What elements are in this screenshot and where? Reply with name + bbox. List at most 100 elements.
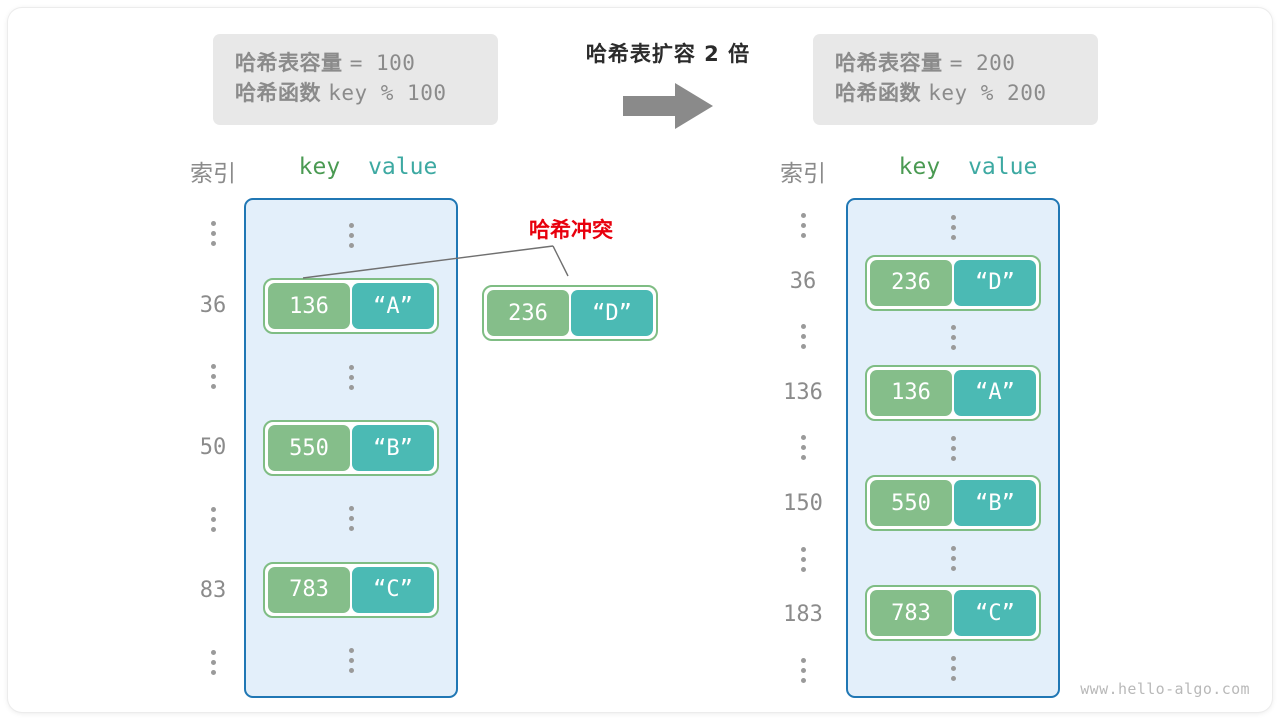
index-cell [168,198,258,269]
right-index-column: 36 136 150 183 [758,198,848,698]
pair-value: “B” [352,425,434,471]
vertical-ellipsis-icon [210,364,216,390]
vertical-ellipsis-icon [950,656,956,682]
left-hash-config-box: 哈希表容量 = 100 哈希函数 key % 100 [213,34,498,125]
pair-value: “A” [954,369,1036,416]
index-cell [758,309,848,365]
right-function-label: 哈希函数 [835,81,921,106]
vertical-ellipsis-icon [800,657,806,683]
index-cell: 150 [783,491,823,516]
pair-value: “D” [954,259,1036,306]
arrow-container [528,83,808,133]
pair-value: “D” [571,290,653,336]
pair-value: “A” [352,283,434,330]
right-capacity-line: 哈希表容量 = 200 [835,48,1076,78]
left-index-header: 索引 [190,161,236,187]
left-keyvalue-header: key value [268,154,468,180]
right-value-header: value [968,154,1038,180]
left-index-column: 36 50 83 [168,198,258,698]
bucket-empty-slot [848,310,1058,365]
bucket-entry-row: 550“B” [246,413,456,484]
index-cell [758,531,848,587]
pair-key: 783 [870,590,952,637]
bucket-entry-row: 136“A” [848,364,1058,421]
right-key-header: key [898,154,941,180]
vertical-ellipsis-icon [210,649,216,675]
collided-pair: 236 “D” [482,285,658,341]
vertical-ellipsis-icon [950,435,956,461]
bucket-entry-row: 550“B” [848,475,1058,532]
pair-key: 236 [870,259,952,306]
pair-value: “C” [352,566,434,613]
left-function-label: 哈希函数 [235,81,321,106]
left-capacity-label: 哈希表容量 [235,51,343,75]
index-cell [168,484,258,555]
pair-key: 236 [487,290,569,336]
vertical-ellipsis-icon [800,213,806,239]
pair-key: 783 [268,566,350,613]
index-cell: 36 [199,292,227,318]
pair-550-B: 550“B” [865,475,1041,532]
diagram-frame: 哈希表容量 = 100 哈希函数 key % 100 哈希表扩容 2 倍 哈希表… [8,8,1272,712]
left-capacity-line: 哈希表容量 = 100 [235,48,476,78]
pair-136-A: 136“A” [865,364,1041,421]
left-value-header: value [368,154,438,180]
right-function-line: 哈希函数 key % 200 [835,78,1076,108]
pair-value: “C” [954,590,1036,637]
left-hash-table-array: 136“A” 550“B” 783“C” [244,198,458,698]
right-index-header: 索引 [780,161,826,187]
vertical-ellipsis-icon [950,214,956,240]
pair-value: “B” [954,480,1036,527]
bucket-empty-slot [848,531,1058,586]
right-capacity-value: = 200 [949,51,1016,75]
bucket-empty-slot [848,641,1058,696]
pair-236-D: 236 “D” [482,285,658,341]
bucket-empty-slot [848,200,1058,255]
left-function-value: key % 100 [328,81,447,106]
left-key-header: key [298,154,341,180]
index-cell: 36 [789,268,817,294]
pair-key: 550 [870,480,952,527]
index-cell [758,642,848,698]
pair-236-D: 236“D” [865,254,1041,311]
index-cell [758,198,848,254]
pair-136-A: 136“A” [263,278,439,335]
bucket-entry-row: 236“D” [848,254,1058,311]
right-hash-config-box: 哈希表容量 = 200 哈希函数 key % 200 [813,34,1098,125]
index-cell: 83 [199,578,227,604]
right-keyvalue-header: key value [868,154,1068,180]
vertical-ellipsis-icon [950,545,956,571]
right-hash-table-array: 236“D” 136“A” 550“B” 783“C” [846,198,1060,698]
pair-783-C: 783“C” [865,585,1041,642]
index-cell [758,420,848,476]
bucket-entry-row: 783“C” [246,554,456,625]
vertical-ellipsis-icon [348,364,354,390]
bucket-empty-slot [848,421,1058,476]
bucket-empty-slot [246,200,456,271]
index-cell: 183 [783,602,823,628]
vertical-ellipsis-icon [950,325,956,351]
bucket-entry-row: 136“A” [246,271,456,342]
hash-collision-label: 哈希冲突 [529,218,613,242]
pair-550-B: 550“B” [263,420,439,476]
left-function-line: 哈希函数 key % 100 [235,78,476,108]
pair-key: 550 [268,425,350,471]
bucket-entry-row: 783“C” [848,585,1058,642]
index-cell: 50 [199,435,227,461]
pair-key: 136 [870,369,952,416]
vertical-ellipsis-icon [348,648,354,674]
vertical-ellipsis-icon [348,222,354,248]
left-capacity-value: = 100 [349,51,416,75]
bucket-empty-slot [246,342,456,413]
index-cell: 136 [783,379,823,405]
right-function-value: key % 200 [928,81,1047,106]
bucket-empty-slot [246,483,456,554]
right-arrow-icon [623,83,713,129]
vertical-ellipsis-icon [210,221,216,247]
bucket-empty-slot [246,625,456,696]
pair-783-C: 783“C” [263,561,439,618]
index-cell [168,627,258,698]
right-capacity-label: 哈希表容量 [835,51,943,75]
vertical-ellipsis-icon [800,324,806,350]
pair-key: 136 [268,283,350,330]
